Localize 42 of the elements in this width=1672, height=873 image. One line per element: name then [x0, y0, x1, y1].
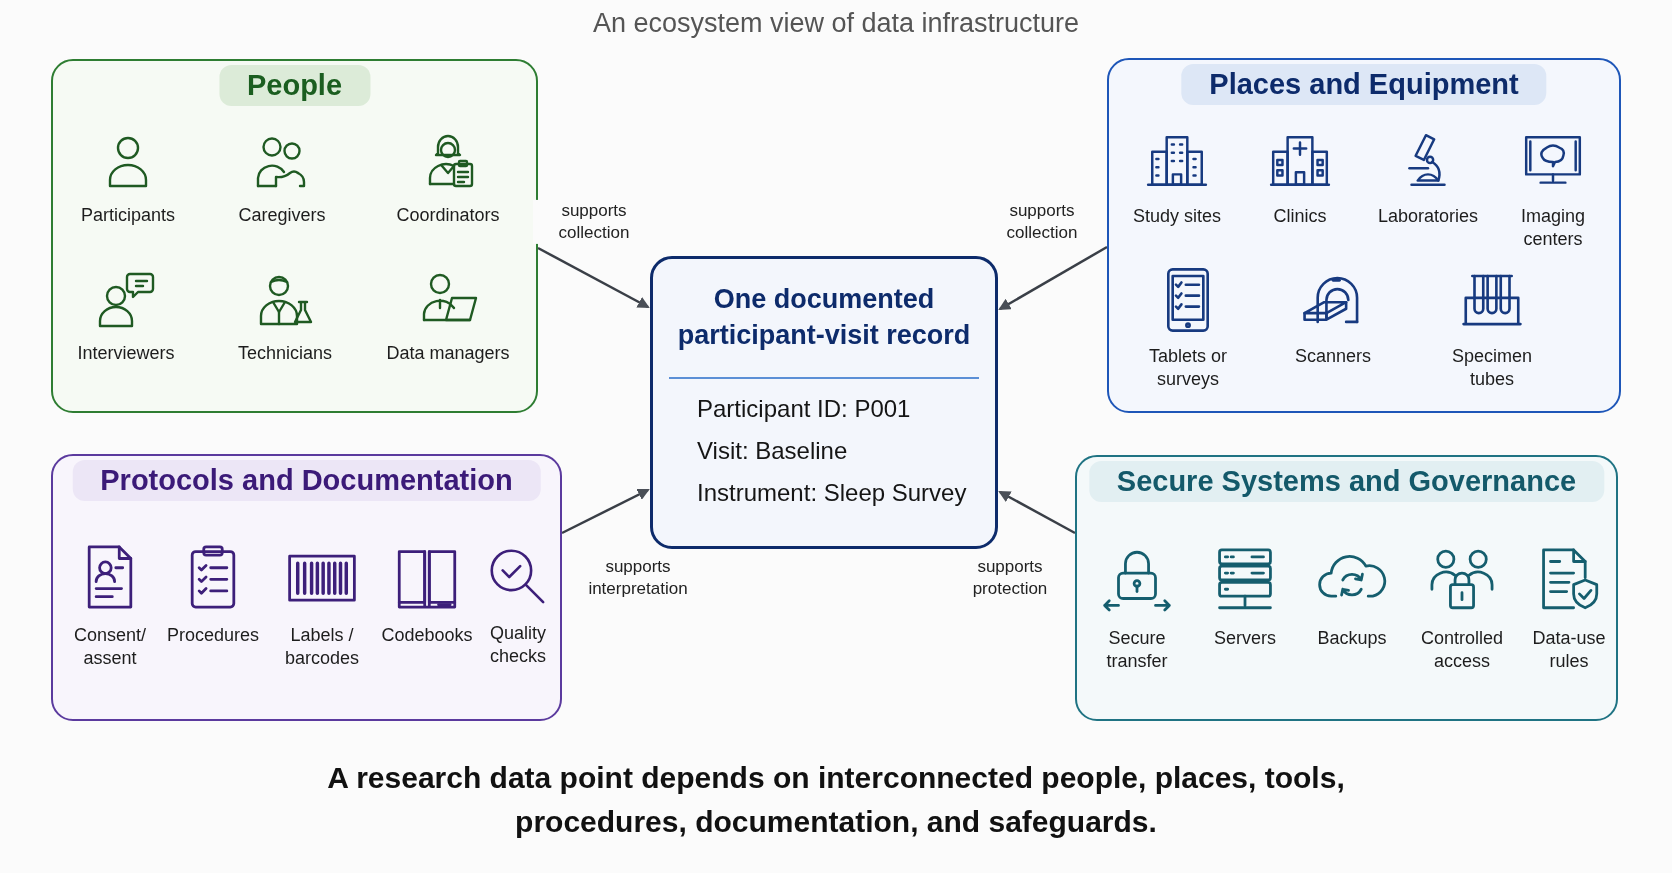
item-label: Study sites — [1132, 205, 1221, 228]
arrow — [998, 490, 1076, 535]
category-panel — [51, 454, 562, 721]
item-label: Consent/ assent — [72, 624, 147, 669]
panel-heading: Secure Systems and Governance — [1088, 461, 1605, 502]
item-label: Participants — [80, 204, 175, 227]
caption: A research data point depends on interconnected people, places, tools, procedures, documentation, and safeguards. — [326, 760, 1346, 840]
item-label: Controlled access — [1419, 627, 1504, 672]
record-field: Participant ID: P001 — [697, 395, 911, 423]
item-label: Procedures — [166, 624, 260, 647]
item-label: Coordinators — [396, 204, 500, 227]
arrow — [537, 246, 650, 309]
item-label: Laboratories — [1377, 205, 1479, 228]
category-panel — [1107, 58, 1621, 413]
record-title: One documented participant-visit record — [676, 283, 972, 353]
item-label: Clinics — [1273, 205, 1327, 228]
item-label: Quality checks — [489, 622, 547, 667]
item-label: Data-use rules — [1531, 627, 1607, 672]
item-label: Interviewers — [77, 342, 175, 365]
record-field: Visit: Baseline — [697, 437, 848, 465]
arrow — [998, 245, 1108, 311]
panel-heading: Protocols and Documentation — [72, 460, 541, 501]
item-label: Imaging centers — [1519, 205, 1586, 250]
item-label: Backups — [1317, 627, 1387, 650]
panel-heading: Places and Equipment — [1181, 64, 1547, 105]
item-label: Specimen tubes — [1450, 345, 1533, 390]
item-label: Data managers — [386, 342, 510, 365]
item-label: Scanners — [1294, 345, 1371, 368]
panel-heading: People — [218, 65, 371, 106]
record-card — [650, 256, 998, 549]
item-label: Technicians — [237, 342, 333, 365]
category-panel — [1075, 455, 1618, 721]
item-label: Servers — [1214, 627, 1276, 650]
item-label: Labels / barcodes — [283, 624, 361, 669]
arrow — [561, 488, 650, 535]
item-label: Caregivers — [238, 204, 326, 227]
item-label: Secure transfer — [1105, 627, 1169, 672]
item-label: Tablets or surveys — [1147, 345, 1228, 390]
category-panel — [51, 59, 538, 413]
record-field: Instrument: Sleep Survey — [697, 479, 967, 507]
diagram-title: An ecosystem view of data infrastructure — [592, 8, 1080, 39]
item-label: Codebooks — [381, 624, 473, 647]
